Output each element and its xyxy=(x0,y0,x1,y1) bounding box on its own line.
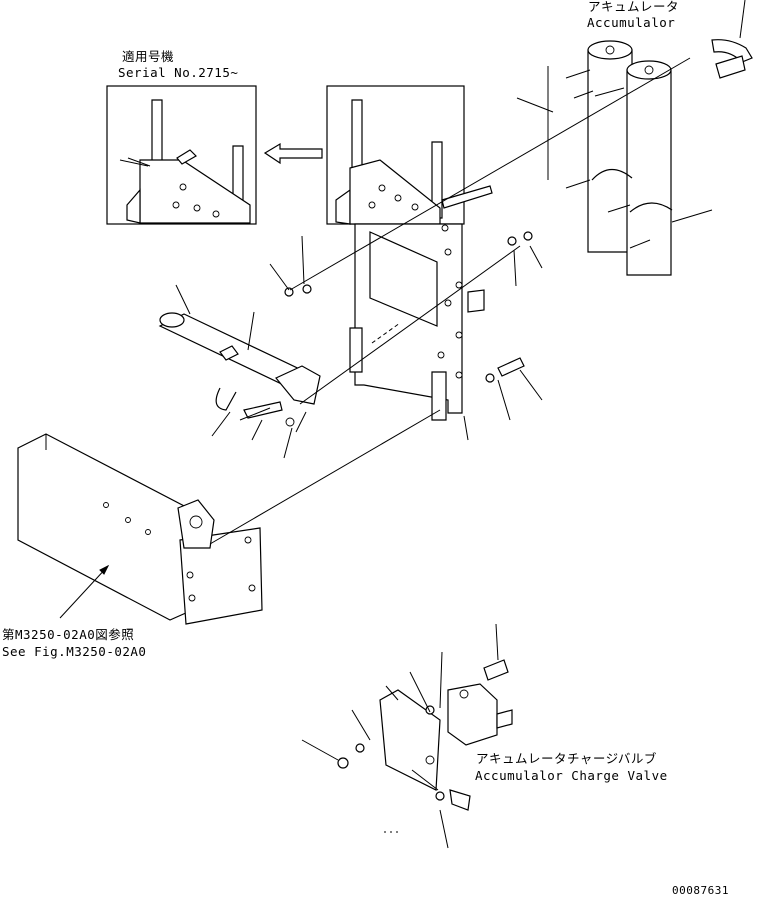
see-fig-label-jp: 第M3250-02A0図参照 xyxy=(2,627,135,642)
inset-arrow-icon xyxy=(263,142,323,165)
charge-valve-assembly xyxy=(337,659,513,811)
drawing-number: 00087631 xyxy=(672,884,729,897)
serial-label-jp: 適用号機 xyxy=(122,49,175,64)
serial-inset xyxy=(106,85,257,225)
mounting-plate xyxy=(349,223,485,421)
charge-valve-label-en: Accumulalor Charge Valve xyxy=(475,768,668,783)
see-fig-label-en: See Fig.M3250-02A0 xyxy=(2,644,147,659)
leader-lines xyxy=(59,0,746,849)
serial-label-en: Serial No.2715~ xyxy=(118,65,239,80)
charge-valve-label-jp: アキュムレータチャージバルブ xyxy=(476,751,657,766)
accumulator-cylinders xyxy=(565,40,673,276)
frame-assembly xyxy=(17,433,263,625)
accumulator-label-jp: アキュムレータ xyxy=(588,0,680,14)
pin-assembly xyxy=(158,231,533,427)
main-detail-box xyxy=(326,85,493,225)
accumulator-clamp xyxy=(711,39,753,79)
accumulator-label-en: Accumulalor xyxy=(587,15,676,30)
